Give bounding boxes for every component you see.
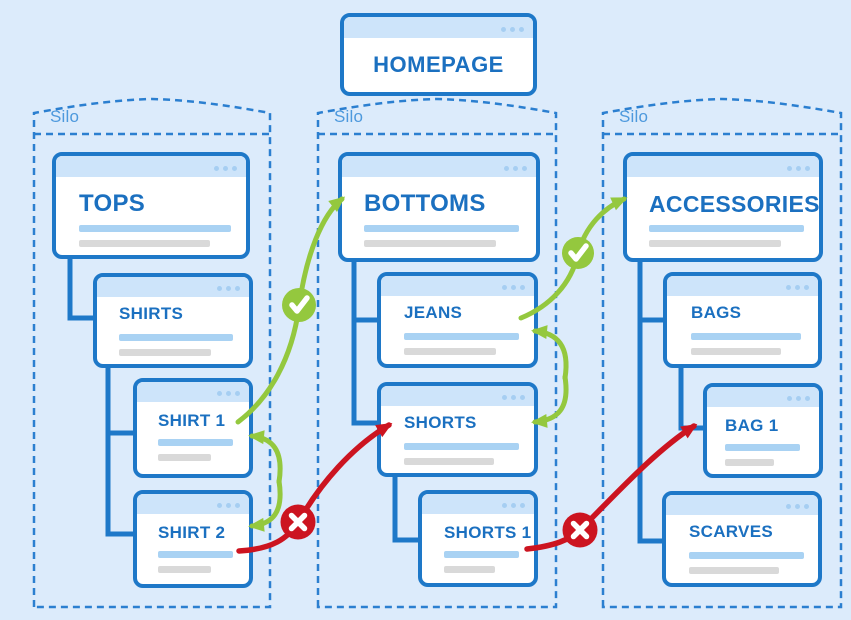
window-titlebar bbox=[97, 277, 249, 297]
content-placeholder-bar bbox=[79, 225, 231, 232]
content-placeholder-bar bbox=[649, 240, 781, 247]
page-title-jeans: JEANS bbox=[404, 303, 463, 322]
page-card-shorts: SHORTS bbox=[377, 382, 538, 477]
content-placeholder-bar bbox=[725, 459, 774, 466]
page-title-shirts: SHIRTS bbox=[119, 304, 184, 323]
content-placeholder-bar bbox=[404, 443, 519, 450]
window-titlebar bbox=[344, 17, 533, 38]
window-titlebar bbox=[666, 495, 818, 515]
check-icon bbox=[282, 288, 316, 322]
page-card-scarves: SCARVES bbox=[662, 491, 822, 587]
check-icon bbox=[562, 237, 594, 269]
window-titlebar bbox=[56, 156, 246, 177]
content-placeholder-bar bbox=[119, 349, 211, 356]
window-controls-dots bbox=[783, 388, 810, 406]
page-card-accessories: ACCESSORIES bbox=[623, 152, 823, 262]
content-placeholder-bar bbox=[689, 552, 804, 559]
window-titlebar bbox=[667, 276, 818, 296]
page-title-homepage: HOMEPAGE bbox=[373, 52, 504, 77]
window-controls-dots bbox=[210, 158, 237, 176]
page-card-homepage: HOMEPAGE bbox=[340, 13, 537, 96]
content-placeholder-bar bbox=[79, 240, 210, 247]
content-placeholder-bar bbox=[364, 240, 496, 247]
good-link-shirt1-to-bottoms bbox=[235, 196, 346, 425]
x-icon bbox=[562, 512, 598, 548]
page-card-tops: TOPS bbox=[52, 152, 250, 259]
page-title-accessories: ACCESSORIES bbox=[649, 191, 820, 217]
window-controls-dots bbox=[498, 387, 525, 405]
silo-label-left: Silo bbox=[50, 107, 80, 126]
window-titlebar bbox=[627, 156, 819, 177]
window-controls-dots bbox=[498, 495, 525, 513]
content-placeholder-bar bbox=[364, 225, 519, 232]
window-controls-dots bbox=[782, 496, 809, 514]
content-placeholder-bar bbox=[725, 444, 800, 451]
window-titlebar bbox=[137, 382, 249, 402]
page-card-bags: BAGS bbox=[663, 272, 822, 368]
good-link-shorts-to-jeans bbox=[531, 325, 569, 381]
window-controls-dots bbox=[213, 495, 240, 513]
window-titlebar bbox=[381, 386, 534, 406]
content-placeholder-bar bbox=[689, 567, 779, 574]
page-card-bag1: BAG 1 bbox=[703, 383, 823, 478]
content-placeholder-bar bbox=[649, 225, 804, 232]
window-controls-dots bbox=[783, 158, 810, 176]
good-link-shirt2-to-shirt1 bbox=[248, 430, 283, 485]
content-placeholder-bar bbox=[404, 348, 496, 355]
content-placeholder-bar bbox=[691, 348, 781, 355]
page-title-shirt1: SHIRT 1 bbox=[158, 411, 226, 430]
content-placeholder-bar bbox=[158, 454, 211, 461]
page-title-bags: BAGS bbox=[691, 303, 742, 322]
page-card-shirt2: SHIRT 2 bbox=[133, 490, 253, 588]
content-placeholder-bar bbox=[404, 333, 519, 340]
page-card-shorts1: SHORTS 1 bbox=[418, 490, 538, 587]
window-titlebar bbox=[422, 494, 534, 514]
window-controls-dots bbox=[500, 158, 527, 176]
window-controls-dots bbox=[497, 19, 524, 37]
window-controls-dots bbox=[213, 278, 240, 296]
page-title-tops: TOPS bbox=[79, 190, 146, 217]
window-controls-dots bbox=[498, 277, 525, 295]
page-title-bottoms: BOTTOMS bbox=[364, 190, 486, 217]
window-controls-dots bbox=[213, 383, 240, 401]
content-placeholder-bar bbox=[444, 566, 495, 573]
window-controls-dots bbox=[782, 277, 809, 295]
content-placeholder-bar bbox=[404, 458, 494, 465]
good-link-jeans-to-shorts bbox=[531, 374, 569, 428]
x-icon bbox=[280, 504, 316, 540]
page-card-shirts: SHIRTS bbox=[93, 273, 253, 368]
page-title-shirt2: SHIRT 2 bbox=[158, 523, 226, 542]
window-titlebar bbox=[137, 494, 249, 514]
silo-label-right: Silo bbox=[619, 107, 649, 126]
page-title-bag1: BAG 1 bbox=[725, 416, 779, 435]
content-placeholder-bar bbox=[158, 551, 233, 558]
silo-label-middle: Silo bbox=[334, 107, 364, 126]
content-placeholder-bar bbox=[119, 334, 233, 341]
page-title-shorts: SHORTS bbox=[404, 413, 477, 432]
page-card-jeans: JEANS bbox=[377, 272, 538, 368]
page-card-shirt1: SHIRT 1 bbox=[133, 378, 253, 478]
page-title-scarves: SCARVES bbox=[689, 522, 773, 541]
good-link-shirt1-to-shirt2 bbox=[248, 478, 283, 532]
window-titlebar bbox=[707, 387, 819, 407]
window-titlebar bbox=[381, 276, 534, 296]
content-placeholder-bar bbox=[444, 551, 519, 558]
page-title-shorts1: SHORTS 1 bbox=[444, 523, 532, 542]
window-titlebar bbox=[342, 156, 536, 177]
content-placeholder-bar bbox=[691, 333, 801, 340]
content-placeholder-bar bbox=[158, 566, 211, 573]
page-card-bottoms: BOTTOMS bbox=[338, 152, 540, 262]
content-placeholder-bar bbox=[158, 439, 233, 446]
bad-link-shirt2-to-shorts bbox=[236, 422, 393, 554]
